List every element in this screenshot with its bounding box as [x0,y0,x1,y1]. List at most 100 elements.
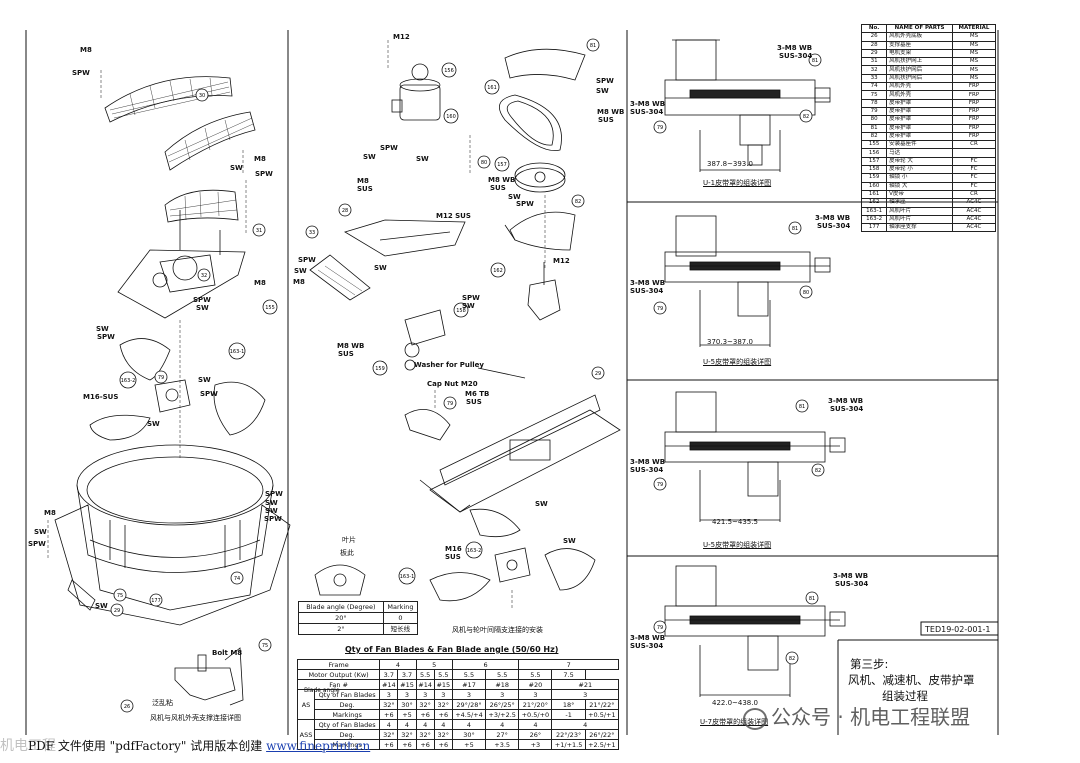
fan-cell: 4 [379,719,399,730]
left-label-sw-4: SW [198,376,211,384]
parts-material: MS [951,57,997,67]
parts-no: 177 [860,223,888,233]
u7-caption: U-7皮带罩的组装详图 [700,718,769,726]
left-label-sw-9: SW [265,507,278,515]
parts-name: 轴锁 小 [886,173,953,183]
ba-cell: 20° [298,612,384,624]
footer-link[interactable]: www.fineprint.cn [266,739,371,753]
parts-material: CR [951,189,997,200]
fan-cell: 3 [551,689,619,700]
fan-cell: 3 [379,689,399,700]
u5a-dimension: 370.3~387.0 [707,338,753,346]
fan-cell: +3/+2.5 [485,709,520,720]
parts-material: FRP [951,131,997,142]
fan-cell: 5.5 [518,669,553,680]
fan-cell: 32° [415,729,435,740]
parts-material: MS [951,65,997,75]
fan-cell: 32° [433,729,453,740]
parts-name: 风机叶片 [886,214,953,225]
center-label-spw-5: SPW [462,294,480,302]
watermark-text: 公众号 · 机电工程联盟 [771,705,971,729]
fan-cell: 3 [451,689,487,700]
left-label-m8-top: M8 [80,46,92,54]
fan-cell: 4 [485,719,520,730]
center-label-sus-6: SUS [445,553,461,561]
left-label-spw-6: SPW [265,490,283,498]
parts-no: 155 [860,140,888,150]
fan-cell: 21°/20° [518,699,553,710]
left-label-spw-top: SPW [72,69,90,77]
bubble-u5a-80: 80 [803,290,809,296]
parts-no: 157 [860,156,888,167]
fan-motor-header: Motor Output (Kw) [296,669,381,680]
u1-dimension: 387.8~393.0 [707,160,753,168]
center-exploded-view [309,40,621,610]
right-detail-views [664,39,846,697]
u1-left-sub: SUS-304 [630,108,664,116]
fan-cell: 4 [415,719,435,730]
parts-no: 163-1 [860,206,888,216]
fan-cell: +0.5/+0 [518,709,553,720]
bubble-162: 162 [493,268,503,274]
left-label-m8-4: M8 [44,509,56,517]
fan-cell: #18 [485,679,520,690]
parts-material: MS [951,32,997,42]
bubble-80: 80 [481,160,487,166]
hub-caption: 风机与轮叶间隔支连接的安装 [452,626,543,634]
fan-cell: 22°/23° [551,729,586,740]
fan-cell: 32° [379,699,399,710]
fan-cell: -1 [551,709,586,720]
fan-frame-cell: 4 [379,659,417,670]
u7-label-sub: SUS-304 [835,580,869,588]
fan-table-title: Qty of Fan Blades & Fan Blade angle (50/… [345,645,559,654]
fan-cell: 5.5 [415,669,435,680]
left-label-sw-3: SW [96,325,109,333]
ba-cell: 短长线 [382,623,419,635]
bubble-u1-81: 81 [812,58,818,64]
parts-no: 79 [860,106,888,117]
bubble-u5a-81: 81 [792,226,798,232]
parts-name: 风机外壳 [886,82,953,92]
u5a-left-sub: SUS-304 [630,287,664,295]
bubble-u5b-79: 79 [657,482,663,488]
parts-name: 轴承座支撑 [886,223,953,233]
bubble-158: 158 [456,308,466,314]
bubble-33: 33 [309,230,315,236]
detail-u7 [664,565,846,697]
fan-cell: 7.5 [551,669,586,680]
parts-name: 皮带护罩 [886,106,953,117]
fan-cell: 3 [485,689,520,700]
fan-cell: 32° [379,729,399,740]
fan-cell: #14 [379,679,399,690]
ba-cell: 2° [298,623,384,635]
ba-cell: 0 [382,612,419,624]
left-exploded-view [47,70,291,706]
left-label-m16-sus: M16-SUS [83,393,119,401]
fan-cell: 4 [518,719,553,730]
parts-material: FC [951,181,997,191]
u5b-caption: U-5皮带罩的组装详图 [703,541,772,549]
fan-frame-cell: 7 [518,659,619,670]
center-label-m8wb-3: M8 WB [337,342,365,350]
fan-cell: 26°/25° [485,699,520,710]
drawing-number: TED19-02-001-1 [925,625,991,634]
bubble-75-a: 75 [117,593,123,599]
parts-no: 31 [860,57,888,67]
parts-name: 马达 [886,148,953,158]
cross-section-caption: 风机与风机外壳支撑连接详图 [150,714,241,722]
center-label-m8wb: M8 WB [597,108,625,116]
parts-name: 安装基座件 [886,140,953,150]
fan-cell: +1/+1.5 [551,739,586,750]
fan-group-as: AS [296,689,316,720]
left-label-spw-8: SPW [264,515,282,523]
fan-cell: 5.5 [433,669,453,680]
parts-no: 156 [860,148,888,158]
fan-cell: 4 [551,719,619,730]
left-label-sw-7: SW [34,528,47,536]
